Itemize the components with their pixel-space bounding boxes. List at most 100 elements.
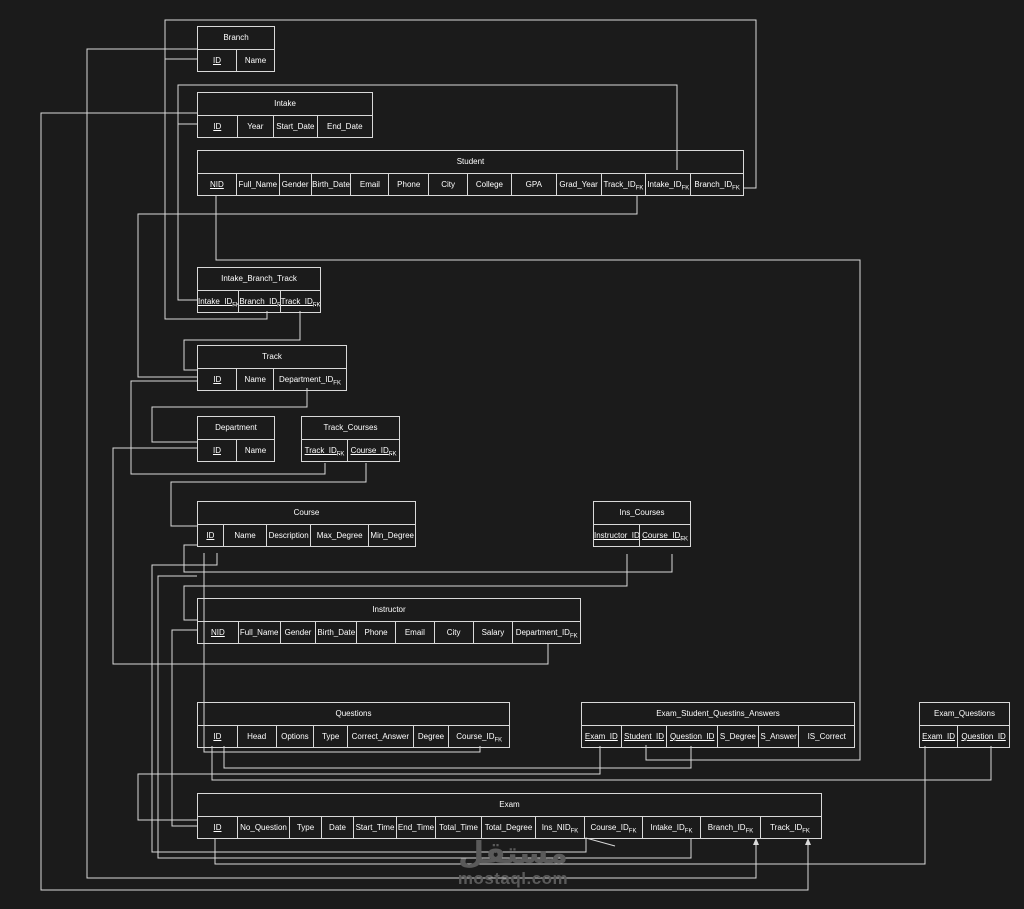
attribute-label: Year [247,122,264,131]
attribute-label: Total_Time [439,823,478,832]
attribute-label: Total_Degree [484,823,533,832]
attribute-label: ID [206,531,215,540]
attribute-label: Exam_ID [584,732,618,741]
attribute-label: Description [268,531,309,540]
wire-student-intake [177,84,678,170]
attribute-cell: Description [267,525,311,547]
attribute-label: Name [244,446,267,455]
watermark-arabic: مستقل [458,837,568,870]
attribute-cell: Branch_IDFK [239,291,281,313]
attribute-cell: Max_Degree [311,525,370,547]
attribute-cell: Branch_IDFK [691,174,743,196]
foreign-key-marker: FK [336,451,345,458]
attribute-label: Department_ID [515,628,570,637]
attribute-cell: Min_Degree [369,525,415,547]
attribute-cell: Options [277,726,315,748]
attribute-cell: Question_ID [958,726,1009,748]
wire-exam-branch [86,48,757,879]
foreign-key-marker: FK [569,633,578,640]
attribute-cell: Course_IDFK [585,817,643,839]
attribute-label: ID [213,732,222,741]
attribute-cell: Phone [389,174,430,196]
attribute-cell: Exam_ID [582,726,622,748]
attribute-cell: ID [198,369,238,391]
foreign-key-marker: FK [732,185,740,192]
attribute-cell: Question_ID [667,726,718,748]
attribute-label: Phone [397,180,421,189]
attribute-cell: ID [198,726,238,748]
attribute-label: Name [234,531,256,540]
attribute-cell: Type [290,817,322,839]
attribute-label: End_Time [397,823,435,832]
attribute-label: City [446,628,461,637]
entity-title: Exam_Questions [920,703,1009,726]
foreign-key-marker: FK [388,451,397,458]
attribute-cell: Ins_NIDFK [536,817,585,839]
attribute-label: Correct_Answer [351,732,410,741]
attribute-label: Birth_Date [317,628,356,637]
attribute-cell: Full_Name [239,622,281,644]
attribute-cell: Total_Degree [482,817,536,839]
attribute-cell: Course_IDFK [640,525,690,547]
attribute-cell: NID [198,174,237,196]
attribute-label: IS_Correct [807,732,846,741]
attribute-label: ID [213,122,222,131]
attribute-label: Ins_NID [541,823,571,832]
attribute-label: Track_ID [603,180,636,189]
attribute-label: Name [244,56,267,65]
attribute-label: Email [359,180,380,189]
wire-exam-instructor [171,629,197,827]
entity-title: Ins_Courses [594,502,690,525]
entity-title: Intake_Branch_Track [198,268,320,291]
attribute-label: S_Answer [760,732,797,741]
attribute-cell: Course_IDFK [449,726,509,748]
attribute-label: Exam_ID [922,732,956,741]
entity-title: Track [198,346,346,369]
wire-examquestions-question [214,746,926,865]
attribute-cell: Email [351,174,390,196]
foreign-key-marker: FK [680,536,688,543]
attribute-label: Course_ID [642,531,681,540]
wire-exam-intake [157,575,692,859]
entity-title: Track_Courses [302,417,399,440]
attribute-cell: Email [396,622,435,644]
attribute-label: Type [296,823,315,832]
attribute-cell: Name [237,50,274,72]
attribute-label: Question_ID [961,732,1006,741]
entity-title: Course [198,502,415,525]
attribute-label: Min_Degree [370,531,414,540]
attribute-label: Department_ID [279,375,334,384]
attribute-cell: Phone [357,622,396,644]
entity-title: Questions [198,703,509,726]
attribute-cell: Full_Name [237,174,280,196]
wire-student-track [137,196,638,378]
attribute-label: Options [281,732,309,741]
attribute-cell: Year [238,116,275,138]
attribute-label: Intake_ID [198,297,233,306]
attribute-label: Track_ID [304,446,337,455]
attribute-cell: Intake_IDFK [646,174,692,196]
